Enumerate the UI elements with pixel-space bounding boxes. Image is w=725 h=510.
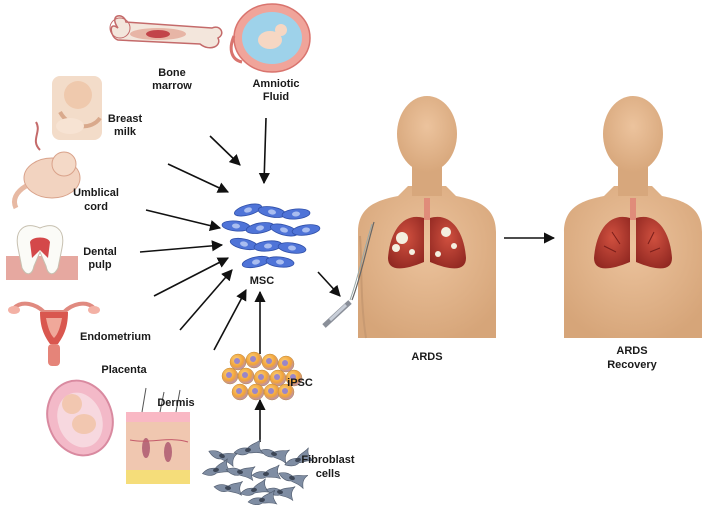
ipsc-cell xyxy=(261,353,279,371)
ipsc-cell xyxy=(277,383,295,401)
dental-pulp-illustration xyxy=(6,225,78,280)
msc-cell xyxy=(277,242,307,254)
ipsc-cell xyxy=(285,369,303,387)
fibroblast-cell xyxy=(251,464,282,480)
ipsc-cell xyxy=(231,383,249,401)
ipsc-cell-cluster xyxy=(221,351,303,401)
msc-cell xyxy=(281,208,311,220)
arrow-dental xyxy=(139,240,224,253)
label-ipsc: iPSC xyxy=(287,377,313,389)
ipsc-cell xyxy=(253,369,271,387)
label-bone-marrow-1: Bone xyxy=(158,67,186,79)
arrow-bone-marrow xyxy=(209,135,241,166)
fibroblast-cell xyxy=(265,486,296,502)
label-dermis: Dermis xyxy=(157,397,194,409)
label-endometrium: Endometrium xyxy=(80,331,151,343)
arrow-breast-milk xyxy=(167,163,230,193)
source-arrows xyxy=(139,117,556,442)
amniotic-fluid-illustration xyxy=(229,3,311,73)
placenta-illustration xyxy=(46,379,114,457)
msc-cell-cluster xyxy=(221,203,321,269)
label-recovery-1: ARDS xyxy=(616,345,647,357)
fibroblast-cell xyxy=(239,478,270,496)
ipsc-cell xyxy=(229,353,247,371)
label-umbilical-2: cord xyxy=(84,201,108,213)
fibroblast-cell xyxy=(233,439,264,456)
label-umbilical-1: Umblical xyxy=(73,187,119,199)
label-amniotic-1: Amniotic xyxy=(252,78,299,90)
label-breast-2: milk xyxy=(114,126,137,138)
label-bone-marrow-2: marrow xyxy=(152,80,192,92)
dermis-illustration xyxy=(126,387,190,484)
label-dental-2: pulp xyxy=(88,259,111,271)
msc-cell xyxy=(229,237,259,251)
breast-milk-illustration xyxy=(52,76,102,140)
msc-cell xyxy=(291,224,321,236)
label-fibroblast-1: Fibroblast xyxy=(301,454,355,466)
arrow-endometrium xyxy=(179,269,233,331)
label-msc: MSC xyxy=(250,275,275,287)
msc-cell xyxy=(265,256,295,268)
label-recovery-2: Recovery xyxy=(607,359,657,371)
label-ards: ARDS xyxy=(411,351,442,363)
arrow-placenta xyxy=(153,257,229,297)
label-dental-1: Dental xyxy=(83,246,117,258)
bone-marrow-illustration xyxy=(109,15,223,49)
fibroblast-cell xyxy=(225,466,256,482)
endometrium-illustration xyxy=(8,301,100,366)
fibroblast-cell xyxy=(213,480,243,496)
ipsc-cell xyxy=(245,351,263,369)
umbilical-cord-illustration xyxy=(11,121,81,210)
arrow-msc-to-ards xyxy=(317,271,341,297)
msc-cell xyxy=(257,206,287,218)
recovered-patient-figure xyxy=(564,96,702,338)
fibroblast-cell xyxy=(278,472,309,490)
msc-cell xyxy=(270,223,298,237)
ipsc-cell xyxy=(221,367,239,385)
fibroblast-cell xyxy=(259,449,290,465)
label-breast-1: Breast xyxy=(108,113,143,125)
ipsc-cell xyxy=(277,355,295,373)
ipsc-cell xyxy=(247,383,265,401)
ipsc-cell xyxy=(269,369,287,387)
label-placenta: Placenta xyxy=(101,364,147,376)
fibroblast-cell xyxy=(201,458,232,476)
arrow-amniotic xyxy=(258,117,270,185)
ipsc-cell xyxy=(237,367,255,385)
arrow-umbilical xyxy=(145,209,222,232)
arrow-dermis xyxy=(213,289,247,351)
fibroblast-cell xyxy=(247,489,278,505)
fibroblast-cell xyxy=(284,447,315,467)
label-amniotic-2: Fluid xyxy=(263,91,289,103)
msc-cell xyxy=(234,203,262,217)
ipsc-cell xyxy=(263,383,281,401)
fibroblast-cells xyxy=(201,439,315,505)
fibroblast-cell xyxy=(208,450,239,468)
ards-patient-figure xyxy=(322,96,496,339)
label-fibroblast-2: cells xyxy=(316,468,340,480)
